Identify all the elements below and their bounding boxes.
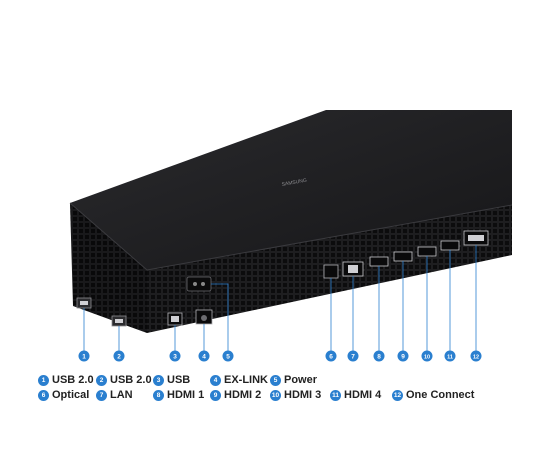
callout-number: 11 xyxy=(447,354,453,360)
callout-number: 3 xyxy=(173,353,177,360)
legend-item: 12 One Connect xyxy=(392,389,474,401)
legend-label: Optical xyxy=(52,389,90,401)
legend-item: 9 HDMI 2 xyxy=(210,389,261,401)
callout-11 xyxy=(444,350,456,362)
legend-number: 12 xyxy=(392,389,403,401)
legend-number: 10 xyxy=(270,389,281,401)
legend-number: 2 xyxy=(96,374,107,386)
box-top-surface xyxy=(70,110,512,270)
callout-4 xyxy=(198,350,210,362)
callout-number: 6 xyxy=(329,353,333,360)
legend-number: 5 xyxy=(270,374,281,386)
legend-number: 3 xyxy=(153,374,164,386)
legend-number: 8 xyxy=(153,389,164,401)
legend-label: Power xyxy=(284,374,318,386)
legend-label: One Connect xyxy=(406,389,475,401)
callout-3 xyxy=(169,350,181,362)
callout-number: 2 xyxy=(117,353,121,360)
legend-item: 2 USB 2.0 xyxy=(96,374,152,386)
legend-label: HDMI 2 xyxy=(224,389,262,401)
callout-number: 5 xyxy=(226,353,230,360)
legend-item: 11 HDMI 4 xyxy=(330,389,381,401)
legend-item: 3 USB xyxy=(153,374,190,386)
legend-item: 10 HDMI 3 xyxy=(270,389,321,401)
callout-10 xyxy=(421,350,433,362)
legend-item: 6 Optical xyxy=(38,389,89,401)
legend-label: HDMI 1 xyxy=(167,389,205,401)
callout-7 xyxy=(347,350,359,362)
callout-12 xyxy=(470,350,482,362)
callout-number: 7 xyxy=(351,353,355,360)
brand-logo: SAMSUNG xyxy=(281,178,307,188)
callout-number: 4 xyxy=(202,353,206,360)
legend-number: 4 xyxy=(210,374,221,386)
callout-9 xyxy=(397,350,409,362)
legend-number: 9 xyxy=(210,389,221,401)
leader-lines xyxy=(83,245,477,351)
legend-item: 4 EX-LINK xyxy=(210,374,268,386)
callout-2 xyxy=(113,350,125,362)
legend-label: EX-LINK xyxy=(224,374,268,386)
callout-number: 8 xyxy=(377,353,381,360)
legend-number: 1 xyxy=(38,374,49,386)
legend-label: HDMI 4 xyxy=(344,389,382,401)
callout-8 xyxy=(373,350,385,362)
legend-label: HDMI 3 xyxy=(284,389,322,401)
callout-number: 9 xyxy=(401,353,405,360)
callout-number: 1 xyxy=(82,353,86,360)
legend-label: LAN xyxy=(110,389,133,401)
legend-number: 7 xyxy=(96,389,107,401)
legend-item: 7 LAN xyxy=(96,389,133,401)
callout-1 xyxy=(78,350,90,362)
one-connect-box: SAMSUNG xyxy=(69,110,513,333)
callout-6 xyxy=(325,350,337,362)
callout-5 xyxy=(222,350,234,362)
callout-number: 10 xyxy=(424,354,430,360)
legend-number: 6 xyxy=(38,389,49,401)
legend-label: USB 2.0 xyxy=(52,374,94,386)
legend-number: 11 xyxy=(330,389,341,401)
legend-item: 8 HDMI 1 xyxy=(153,389,204,401)
legend-item: 5 Power xyxy=(270,374,317,386)
legend-label: USB xyxy=(167,374,191,386)
legend-item: 1 USB 2.0 xyxy=(38,374,94,386)
legend-label: USB 2.0 xyxy=(110,374,152,386)
callout-number: 12 xyxy=(473,354,479,360)
